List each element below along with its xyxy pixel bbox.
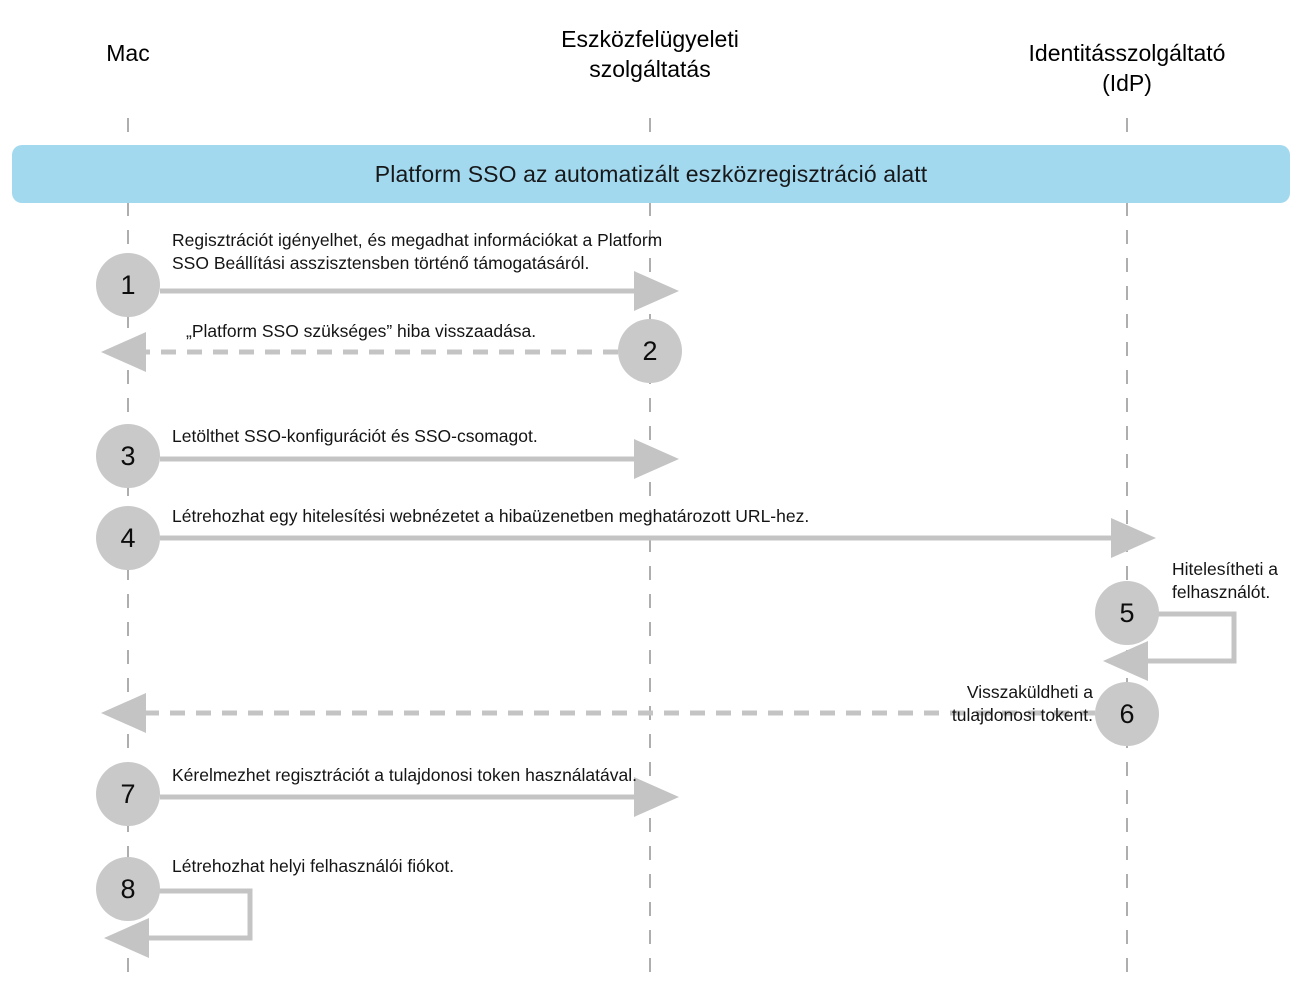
phase-banner: Platform SSO az automatizált eszközregis… [12, 145, 1290, 203]
step-badge-4: 4 [96, 506, 160, 570]
message-self-loop-5 [1103, 611, 1237, 681]
step-badge-7: 7 [96, 762, 160, 826]
message-caption-1: Regisztrációt igényelhet, és megadhat in… [172, 230, 663, 273]
participant-label-device-management-service: Eszközfelügyeleti szolgáltatás [561, 26, 739, 82]
step-badge-1: 1 [96, 253, 160, 317]
step-badge-6: 6 [1095, 682, 1159, 746]
step-badge-3: 3 [96, 424, 160, 488]
message-self-loop-8 [104, 888, 253, 958]
message-caption-8: Létrehozhat helyi felhasználói fiókot. [172, 856, 455, 876]
message-caption-6: Visszaküldheti a tulajdonosi tokent. [951, 682, 1093, 725]
participant-label-idp: Identitásszolgáltató (IdP) [1028, 40, 1226, 96]
step-badge-8: 8 [96, 857, 160, 921]
message-caption-4: Létrehozhat egy hitelesítési webnézetet … [172, 506, 810, 526]
phase-banner-title: Platform SSO az automatizált eszközregis… [374, 160, 928, 187]
step-badge-2: 2 [618, 319, 682, 383]
step-badge-5: 5 [1095, 581, 1159, 645]
message-caption-3: Letölthet SSO-konfigurációt és SSO-csoma… [172, 426, 538, 446]
message-caption-5: Hitelesítheti a felhasználót. [1172, 559, 1279, 602]
message-caption-7: Kérelmezhet regisztrációt a tulajdonosi … [172, 765, 637, 785]
participant-label-mac: Mac [106, 40, 150, 66]
message-caption-2: „Platform SSO szükséges” hiba visszaadás… [186, 321, 537, 341]
